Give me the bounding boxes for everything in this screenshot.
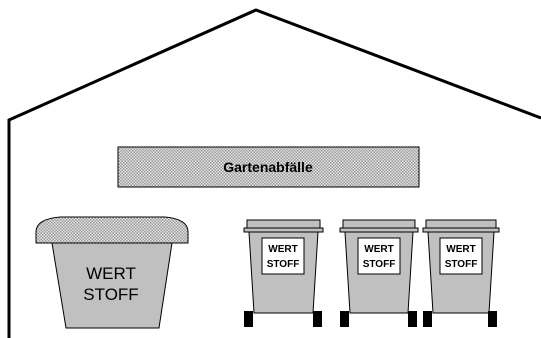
bin-wheel-right xyxy=(313,311,322,327)
bin-label-line1: WERT xyxy=(446,244,475,255)
bin-label-line2: STOFF xyxy=(445,259,478,270)
wheelie-bin: WERT STOFF xyxy=(244,220,323,327)
tub-label-line1: WERT xyxy=(86,264,136,283)
bin-wheel-left xyxy=(423,311,432,327)
wheelie-bin: WERT STOFF xyxy=(340,220,418,327)
bin-label-line1: WERT xyxy=(268,244,297,255)
bin-wheel-left xyxy=(244,311,253,327)
banner-label: Gartenabfälle xyxy=(223,159,313,175)
bin-rim xyxy=(340,228,418,232)
bin-label-line2: STOFF xyxy=(363,259,396,270)
bin-wheel-right xyxy=(488,311,497,327)
bin-label-line2: STOFF xyxy=(267,259,300,270)
bin-lid xyxy=(247,220,320,228)
tub-label-line2: STOFF xyxy=(83,285,138,304)
bin-label-line1: WERT xyxy=(364,244,393,255)
garden-waste-banner: Gartenabfälle xyxy=(118,147,419,187)
recycling-tub: WERT STOFF xyxy=(36,217,188,328)
tub-lid xyxy=(36,217,188,243)
bin-rim xyxy=(423,228,499,232)
bin-wheel-right xyxy=(408,311,417,327)
bin-lid xyxy=(426,220,496,228)
bin-rim xyxy=(244,228,323,232)
bin-wheel-left xyxy=(340,311,349,327)
bin-lid xyxy=(343,220,415,228)
wheelie-bin: WERT STOFF xyxy=(423,220,499,327)
